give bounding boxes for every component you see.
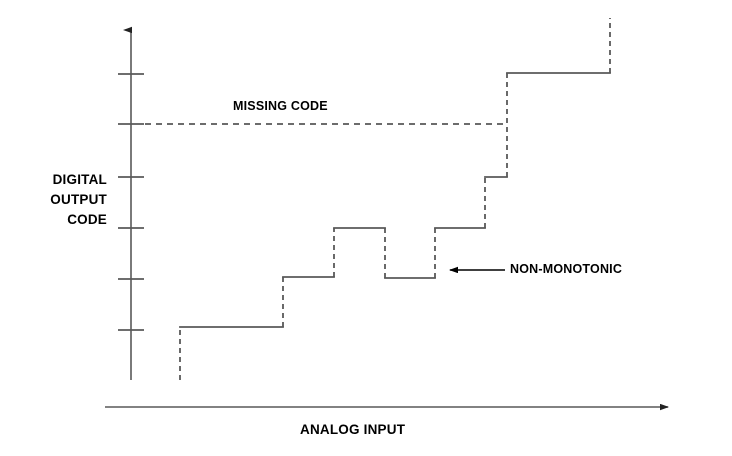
x-axis-title: ANALOG INPUT — [300, 422, 406, 437]
y-axis — [118, 26, 144, 380]
y-axis-ticks — [118, 73, 144, 331]
missing-code-label: MISSING CODE — [233, 99, 328, 113]
y-axis-title: DIGITAL OUTPUT CODE — [50, 172, 107, 227]
staircase-risers — [179, 18, 611, 380]
staircase-treads — [179, 72, 611, 328]
non-monotonic-label: NON-MONOTONIC — [510, 262, 623, 276]
